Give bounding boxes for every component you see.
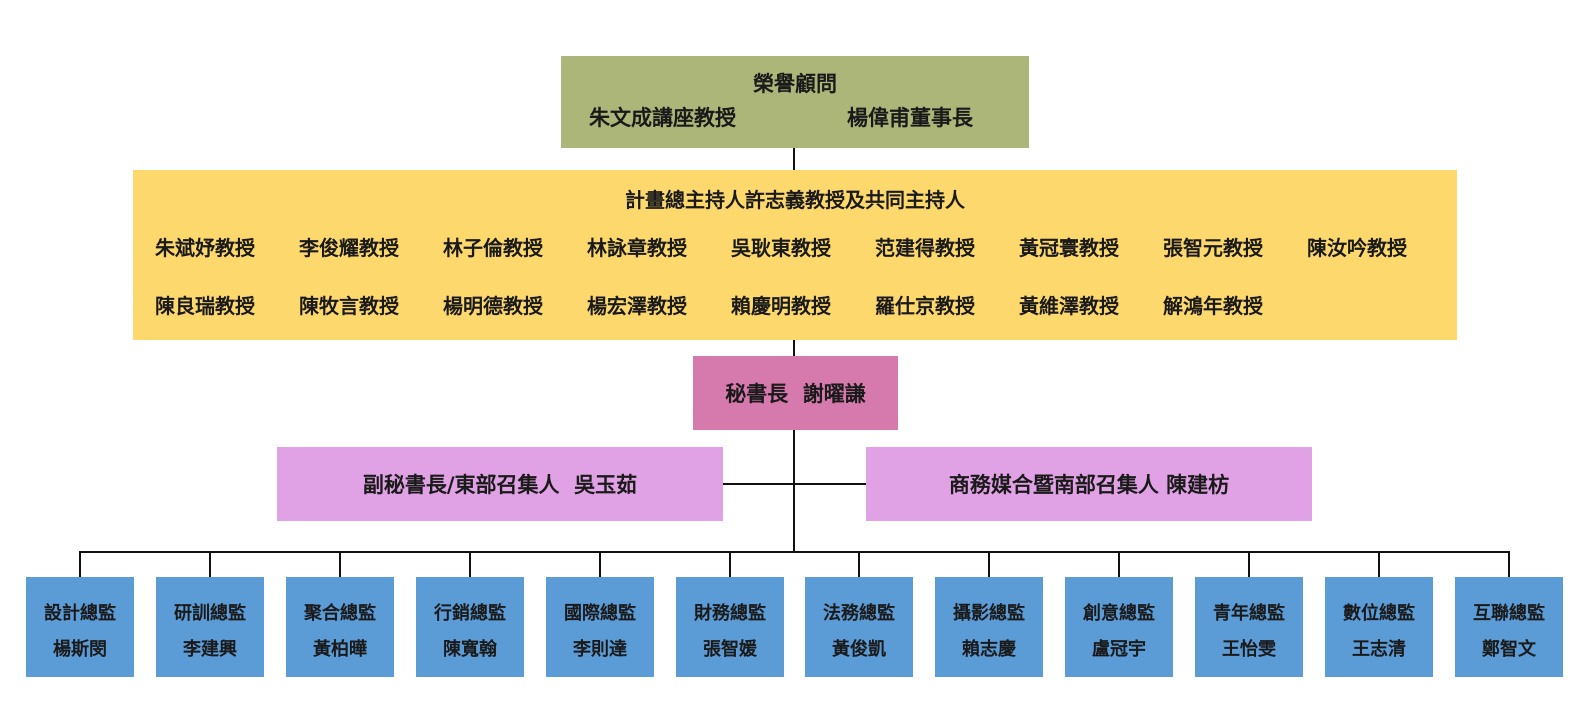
co-pi-member: 黃冠寰教授 [1019, 236, 1119, 260]
connector-director-drop [729, 551, 731, 577]
connector-pi-secgen [793, 340, 795, 356]
director-name: 鄭智文 [1482, 639, 1536, 660]
co-pi-member: 朱斌妤教授 [155, 236, 255, 260]
connector-director-drop [339, 551, 341, 577]
deputy-secretary-east-label: 副秘書長/東部召集人 吳玉茹 [362, 473, 638, 497]
director-role: 財務總監 [694, 603, 766, 624]
director-name: 楊斯閔 [53, 639, 107, 660]
director-box-interconnect: 互聯總監 鄭智文 [1455, 577, 1563, 677]
principal-investigator-title: 計畫總主持人許志義教授及共同主持人 [625, 188, 965, 212]
director-box-creative: 創意總監 盧冠宇 [1065, 577, 1173, 677]
honorary-advisor-box: 榮譽顧問 朱文成講座教授 楊偉甫董事長 [561, 56, 1029, 148]
director-box-legal: 法務總監 黃俊凱 [805, 577, 913, 677]
director-name: 黃俊凱 [832, 639, 886, 660]
director-box-international: 國際總監 李則達 [546, 577, 654, 677]
director-name: 李則達 [573, 639, 627, 660]
connector-director-drop [599, 551, 601, 577]
director-box-aggregation: 聚合總監 黃柏曄 [286, 577, 394, 677]
director-name: 黃柏曄 [313, 639, 367, 660]
director-box-design: 設計總監 楊斯閔 [26, 577, 134, 677]
co-pi-member: 吳耿東教授 [731, 236, 831, 260]
co-pi-member: 林詠章教授 [587, 236, 687, 260]
co-pi-member: 解鴻年教授 [1163, 294, 1263, 318]
director-box-training: 研訓總監 李建興 [156, 577, 264, 677]
connector-director-drop [988, 551, 990, 577]
director-box-photography: 攝影總監 賴志慶 [935, 577, 1043, 677]
co-pi-member: 陳良瑞教授 [155, 294, 255, 318]
director-name: 張智媛 [703, 639, 757, 660]
director-role: 攝影總監 [953, 603, 1025, 624]
deputy-secretary-east-box: 副秘書長/東部召集人 吳玉茹 [277, 447, 723, 521]
connector-director-drop [1508, 551, 1510, 577]
director-role: 創意總監 [1083, 603, 1155, 624]
director-box-digital: 數位總監 王志清 [1325, 577, 1433, 677]
co-pi-member: 張智元教授 [1163, 236, 1263, 260]
business-matching-south-box: 商務媒合暨南部召集人 陳建枋 [866, 447, 1312, 521]
director-box-marketing: 行銷總監 陳寬翰 [416, 577, 524, 677]
co-pi-member: 陳汝吟教授 [1307, 236, 1407, 260]
connector-director-drop [858, 551, 860, 577]
director-role: 聚合總監 [304, 603, 376, 624]
connector-director-drop [79, 551, 81, 577]
co-pi-member: 李俊耀教授 [299, 236, 399, 260]
co-pi-member: 黃維澤教授 [1019, 294, 1119, 318]
connector-director-drop [469, 551, 471, 577]
director-box-youth: 青年總監 王怡雯 [1195, 577, 1303, 677]
co-pi-member: 陳牧言教授 [299, 294, 399, 318]
co-pi-member: 楊宏澤教授 [587, 294, 687, 318]
director-role: 互聯總監 [1473, 603, 1545, 624]
co-pi-member: 林子倫教授 [443, 236, 543, 260]
secretary-general-label: 秘書長 謝曜謙 [725, 382, 866, 406]
director-role: 行銷總監 [434, 603, 506, 624]
co-pi-member: 范建得教授 [875, 236, 975, 260]
director-name: 賴志慶 [962, 639, 1016, 660]
director-role: 國際總監 [564, 603, 636, 624]
director-name: 盧冠宇 [1092, 639, 1146, 660]
connector-director-drop [1118, 551, 1120, 577]
business-matching-south-label: 商務媒合暨南部召集人 陳建枋 [948, 473, 1230, 497]
director-name: 王怡雯 [1222, 639, 1276, 660]
connector-advisor-pi [793, 148, 795, 170]
director-role: 青年總監 [1213, 603, 1285, 624]
director-role: 研訓總監 [174, 603, 246, 624]
connector-deputy-left [722, 483, 794, 485]
secretary-general-box: 秘書長 謝曜謙 [693, 356, 898, 430]
director-role: 法務總監 [823, 603, 895, 624]
director-name: 李建興 [183, 639, 237, 660]
director-name: 王志清 [1352, 639, 1406, 660]
co-pi-member: 楊明德教授 [443, 294, 543, 318]
connector-directors-bus [79, 551, 1509, 553]
director-name: 陳寬翰 [443, 639, 497, 660]
director-role: 數位總監 [1343, 603, 1415, 624]
honorary-advisor-title: 榮譽顧問 [753, 72, 837, 96]
connector-director-drop [1378, 551, 1380, 577]
connector-main-trunk [793, 430, 795, 553]
honorary-advisor-name: 楊偉甫董事長 [847, 106, 973, 130]
honorary-advisor-name: 朱文成講座教授 [589, 106, 736, 130]
connector-deputy-right [794, 483, 866, 485]
director-box-finance: 財務總監 張智媛 [676, 577, 784, 677]
director-role: 設計總監 [44, 603, 116, 624]
co-pi-member: 賴慶明教授 [731, 294, 831, 318]
connector-director-drop [1248, 551, 1250, 577]
connector-director-drop [209, 551, 211, 577]
principal-investigator-box: 計畫總主持人許志義教授及共同主持人 朱斌妤教授 李俊耀教授 林子倫教授 林詠章教… [133, 170, 1457, 340]
co-pi-member: 羅仕京教授 [875, 294, 975, 318]
